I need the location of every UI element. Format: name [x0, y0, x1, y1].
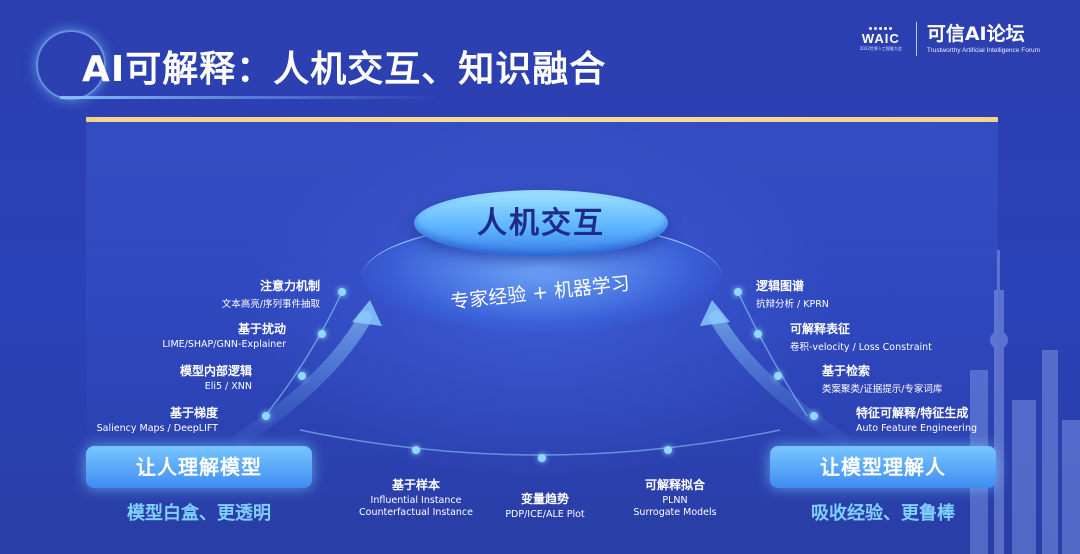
bottom-item-title: 变量趋势 — [520, 492, 569, 506]
city-skyline-decoration — [970, 250, 1080, 554]
right-item-feature: 特征可解释/特征生成 Auto Feature Engineering — [856, 404, 977, 434]
right-item-title: 逻辑图谱 — [756, 279, 805, 293]
item-dot — [664, 446, 672, 454]
right-item-subtitle: 类案聚类/证据提示/专家词库 — [822, 384, 943, 395]
left-item-subtitle: Eli5 / XNN — [204, 381, 252, 392]
left-item-subtitle: 文本高亮/序列事件抽取 — [221, 299, 320, 310]
right-item-subtitle: 抗辩分析 / KPRN — [756, 299, 829, 310]
left-pill-caption: 模型白盒、更透明 — [127, 503, 271, 524]
right-item-retrieval: 基于检索 类案聚类/证据提示/专家词库 — [822, 362, 942, 395]
bottom-item-subtitle-1: PLNN — [662, 495, 688, 506]
slide-title: AI可解释：人机交互、知识融合 — [82, 49, 607, 90]
item-dot — [774, 372, 782, 380]
decorative-ring — [36, 30, 106, 100]
bottom-item-subtitle-1: PDP/ICE/ALE Plot — [505, 509, 585, 520]
item-dot — [754, 330, 762, 338]
title-underline — [60, 96, 440, 99]
forum-name-en: Trustworthy Artificial Intelligence Foru… — [926, 46, 1040, 54]
left-pill-human-understands-model: 让人理解模型 — [86, 446, 312, 488]
bottom-item-title: 基于样本 — [391, 478, 440, 492]
bottom-item-trend: 变量趋势 PDP/ICE/ALE Plot — [500, 490, 590, 520]
bottom-item-fitting: 可解释拟合 PLNN Surrogate Models — [620, 476, 730, 518]
logo-divider — [915, 22, 917, 56]
bottom-item-subtitle-2: Counterfactual Instance — [359, 507, 473, 518]
left-item-gradient: 基于梯度 Saliency Maps / DeepLIFT — [97, 404, 218, 434]
item-dot — [810, 412, 818, 420]
right-item-logic-graph: 逻辑图谱 抗辩分析 / KPRN — [756, 277, 829, 310]
left-item-subtitle: LIME/SHAP/GNN-Explainer — [162, 339, 286, 350]
forum-logo: WAIC 2022世界人工智能大会 可信AI论坛 Trustworthy Art… — [856, 22, 1040, 56]
left-item-perturbation: 基于扰动 LIME/SHAP/GNN-Explainer — [162, 320, 286, 350]
right-pill-model-understands-human: 让模型理解人 — [770, 446, 996, 488]
right-item-title: 基于检索 — [822, 364, 871, 378]
item-dot — [538, 454, 546, 462]
item-dot — [318, 330, 326, 338]
forum-name-cn: 可信AI论坛 — [926, 23, 1025, 46]
center-platform-disc — [414, 190, 668, 256]
waic-logo: WAIC 2022世界人工智能大会 — [856, 26, 906, 52]
left-item-subtitle: Saliency Maps / DeepLIFT — [96, 423, 218, 434]
right-item-subtitle: 卷积-velocity / Loss Constraint — [790, 342, 932, 353]
waic-subtext: 2022世界人工智能大会 — [859, 45, 902, 51]
center-title: 人机交互 — [477, 206, 605, 241]
item-dot — [298, 372, 306, 380]
item-dot — [734, 288, 742, 296]
waic-text: WAIC — [861, 30, 900, 46]
bottom-item-subtitle-1: Influential Instance — [370, 495, 462, 506]
item-dot — [262, 412, 270, 420]
gold-divider — [86, 117, 998, 122]
left-item-title: 基于扰动 — [237, 322, 286, 336]
item-dot — [338, 288, 346, 296]
item-dot — [412, 446, 420, 454]
left-item-attention: 注意力机制 文本高亮/序列事件抽取 — [222, 277, 320, 310]
bottom-item-sample: 基于样本 Influential Instance Counterfactual… — [356, 476, 476, 518]
right-item-title: 可解释表征 — [790, 322, 851, 336]
waic-dots-icon — [856, 26, 906, 30]
right-item-subtitle: Auto Feature Engineering — [856, 423, 977, 434]
left-item-internal-logic: 模型内部逻辑 Eli5 / XNN — [180, 362, 252, 392]
left-item-title: 模型内部逻辑 — [179, 364, 252, 378]
right-item-title: 特征可解释/特征生成 — [856, 406, 969, 420]
left-item-title: 注意力机制 — [259, 279, 320, 293]
left-item-title: 基于梯度 — [169, 406, 218, 420]
bottom-item-subtitle-2: Surrogate Models — [633, 507, 717, 518]
bottom-item-title: 可解释拟合 — [644, 478, 705, 492]
right-item-representation: 可解释表征 卷积-velocity / Loss Constraint — [790, 320, 932, 353]
right-pill-caption: 吸收经验、更鲁棒 — [811, 503, 955, 524]
